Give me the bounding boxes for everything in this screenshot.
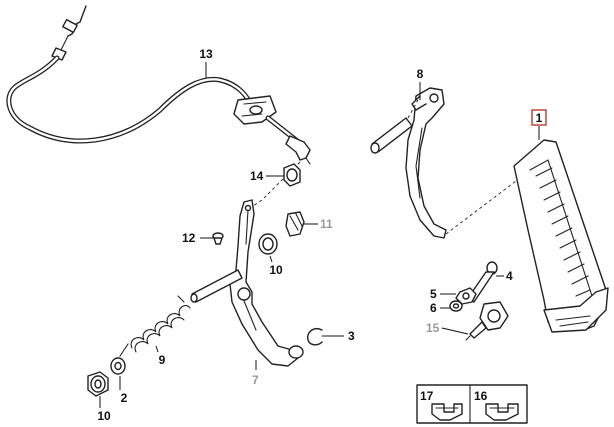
callout-1[interactable]: 1 <box>536 111 543 125</box>
callout-13[interactable]: 13 <box>199 47 213 61</box>
callout-7[interactable]: 7 <box>252 373 259 387</box>
clamp-16[interactable]: 16 <box>474 389 519 421</box>
callout-17[interactable]: 17 <box>420 389 434 403</box>
callout-9[interactable]: 9 <box>159 353 166 367</box>
washer-6[interactable] <box>449 300 463 312</box>
highlight-box-1 <box>531 109 547 126</box>
bushing-10-lower[interactable] <box>87 371 109 397</box>
bushing-10-upper[interactable] <box>258 233 278 255</box>
callout-12[interactable]: 12 <box>182 231 196 245</box>
callout-8[interactable]: 8 <box>417 67 424 81</box>
pedal-bracket-8[interactable] <box>370 87 447 239</box>
callout-10-lower[interactable]: 10 <box>97 409 111 423</box>
switch-15[interactable] <box>465 301 509 341</box>
callout-11[interactable]: 11 <box>320 217 333 231</box>
nut-5[interactable] <box>455 287 477 305</box>
circlip-3[interactable] <box>307 328 331 346</box>
accelerator-pedal-pad-1[interactable] <box>513 139 609 333</box>
callout-3[interactable]: 3 <box>348 329 355 343</box>
pivot-shaft[interactable] <box>190 269 243 303</box>
nut-14[interactable] <box>283 163 301 187</box>
washer-2[interactable] <box>110 357 126 375</box>
screw-12[interactable] <box>212 232 224 245</box>
callout-2[interactable]: 2 <box>121 391 128 405</box>
callout-4[interactable]: 4 <box>506 269 513 283</box>
return-spring-9[interactable] <box>119 295 191 357</box>
callout-14[interactable]: 14 <box>250 169 264 183</box>
callout-5[interactable]: 5 <box>430 287 437 301</box>
callout-10-upper[interactable]: 10 <box>269 263 283 277</box>
callout-6[interactable]: 6 <box>430 301 437 315</box>
accelerator-cable[interactable] <box>6 5 311 165</box>
clamp-17[interactable]: 17 <box>420 389 463 421</box>
callout-15[interactable]: 15 <box>426 321 440 335</box>
callout-16[interactable]: 16 <box>474 389 488 403</box>
clip-11[interactable] <box>285 211 305 237</box>
